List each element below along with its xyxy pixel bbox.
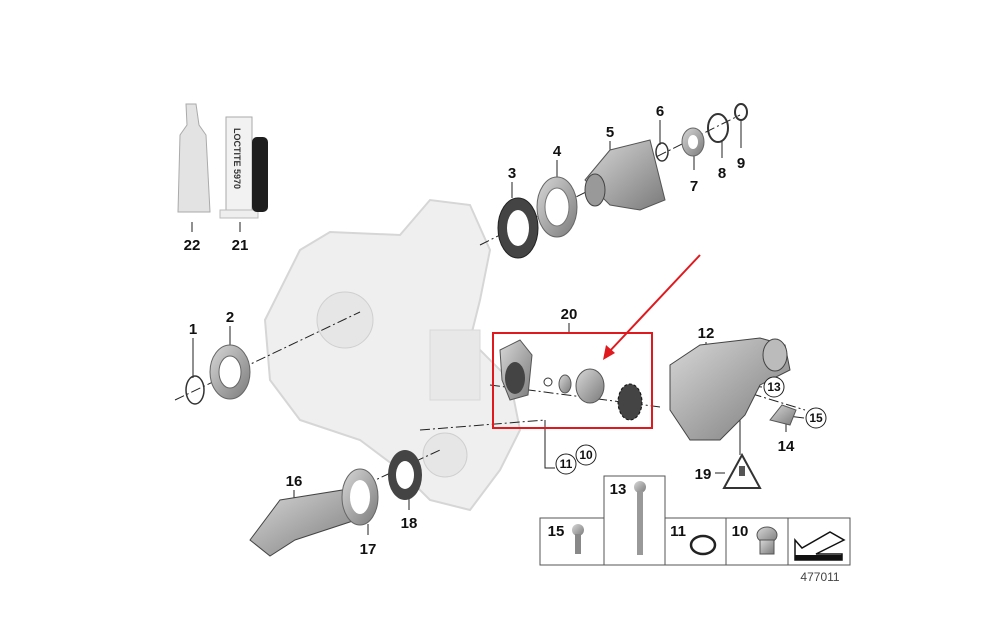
label-16: 16 — [286, 473, 303, 490]
label-18: 18 — [401, 515, 418, 532]
bolt-15-icon — [572, 524, 584, 554]
label-5: 5 — [606, 124, 614, 141]
bolt-13-icon — [634, 481, 646, 555]
part-6-oring — [655, 142, 669, 162]
plug-10-icon — [756, 526, 778, 555]
label-21: 21 — [232, 237, 249, 254]
label-2: 2 — [226, 309, 234, 326]
part-8-ring — [707, 113, 729, 143]
svg-text:11: 11 — [560, 457, 573, 471]
svg-text:10: 10 — [579, 448, 593, 462]
label-20: 20 — [561, 306, 578, 323]
part-20-kit — [499, 339, 643, 421]
label-12: 12 — [698, 325, 715, 342]
legend-cell-15: 15 — [548, 523, 565, 540]
label-8: 8 — [718, 165, 726, 182]
circled-label-11: 11 — [555, 453, 577, 475]
part-19-warning-symbol — [722, 452, 762, 489]
label-4: 4 — [553, 143, 562, 160]
legend-cell-13: 13 — [610, 481, 627, 498]
transfer-case-housing — [263, 198, 522, 512]
part-18-seal — [388, 450, 422, 500]
part-5-flange — [584, 139, 666, 211]
part-9-nut — [734, 103, 748, 121]
part-17-shim — [341, 468, 379, 526]
part-3-seal — [497, 197, 539, 259]
circled-label-15: 15 — [805, 407, 827, 429]
legend-cell-11: 11 — [670, 523, 686, 540]
highlight-box — [492, 332, 653, 429]
svg-text:15: 15 — [809, 411, 823, 425]
label-6: 6 — [656, 103, 664, 120]
part-21-sealant-cartridge: LOCTITE 5970 — [219, 116, 268, 219]
oring-11-icon — [689, 534, 717, 556]
label-17: 17 — [360, 541, 377, 558]
part-12-actuator-motor — [669, 337, 791, 441]
label-7: 7 — [690, 178, 698, 195]
label-14: 14 — [778, 438, 795, 455]
circled-label-10: 10 — [575, 444, 597, 466]
diagram-number: 477011 — [800, 570, 839, 584]
part-1-oring — [185, 375, 205, 405]
sealant-text: LOCTITE 5970 — [232, 128, 242, 189]
svg-text:13: 13 — [767, 380, 781, 394]
red-arrow — [603, 254, 701, 360]
circled-label-13: 13 — [763, 376, 785, 398]
label-1: 1 — [189, 321, 197, 338]
part-7-washer — [681, 127, 705, 157]
legend-cell-10: 10 — [732, 523, 749, 540]
label-3: 3 — [508, 165, 516, 182]
arrow-symbol-icon — [794, 531, 846, 561]
part-4-ring — [536, 176, 578, 238]
label-22: 22 — [184, 237, 201, 254]
hardware-legend-table — [539, 475, 851, 566]
part-14-bracket — [769, 404, 797, 426]
label-9: 9 — [737, 155, 745, 172]
part-22-grease-tube — [177, 103, 211, 213]
label-19: 19 — [695, 466, 712, 483]
part-2-shim — [209, 344, 251, 400]
